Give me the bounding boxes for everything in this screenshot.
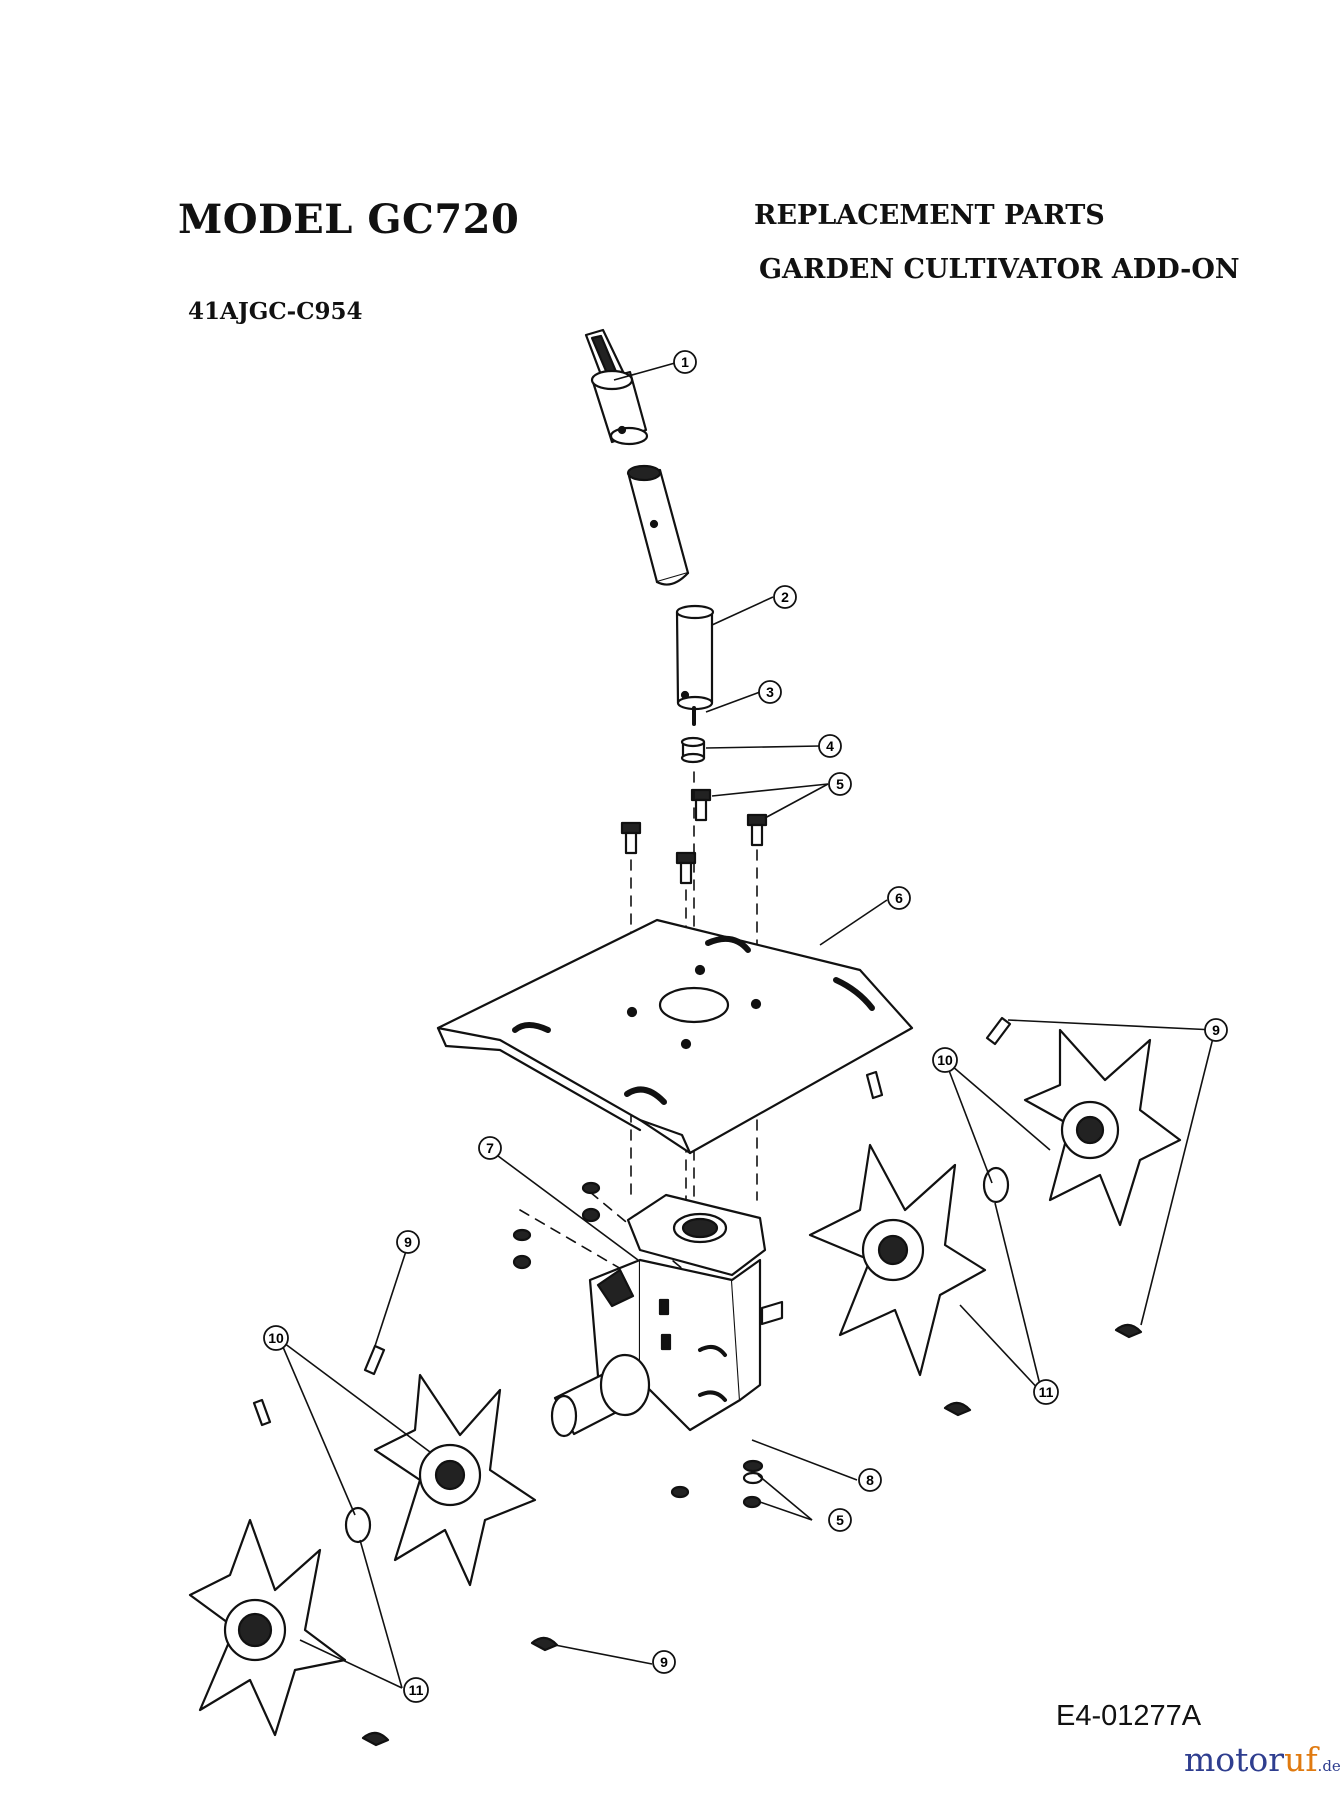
part-1-handle-socket: [584, 328, 649, 446]
tine-assembly-left-outer: [188, 1518, 347, 1737]
callout-10-left: 10: [263, 1325, 289, 1351]
model-title: MODEL GC720: [178, 196, 520, 243]
svg-text:7: 7: [486, 1140, 494, 1156]
product-heading: GARDEN CULTIVATOR ADD-ON: [759, 254, 1240, 285]
callout-9-left: 9: [396, 1230, 420, 1254]
callout-1: 1: [673, 350, 697, 374]
tine-assembly-right-outer: [1023, 1028, 1182, 1227]
callout-4: 4: [818, 734, 842, 758]
svg-text:3: 3: [766, 684, 774, 700]
part-9-pins-and-clips: [252, 1016, 1143, 1747]
svg-text:6: 6: [895, 890, 903, 906]
svg-text:8: 8: [866, 1472, 874, 1488]
callout-10-right: 10: [932, 1047, 958, 1073]
tine-assembly-left-inner: [344, 1373, 537, 1587]
tine-assembly-right-inner: [808, 1143, 1010, 1377]
callout-5-upper: 5: [828, 772, 852, 796]
svg-text:1: 1: [681, 354, 689, 370]
callout-7: 7: [478, 1136, 502, 1160]
part-7-gearbox: [588, 1193, 784, 1432]
svg-text:11: 11: [1039, 1384, 1054, 1400]
brand-main: motor: [1184, 1740, 1285, 1779]
brand-watermark: motoruf.de: [1184, 1740, 1341, 1779]
svg-text:9: 9: [1212, 1022, 1220, 1038]
svg-text:11: 11: [409, 1682, 424, 1698]
callout-3: 3: [758, 680, 782, 704]
callout-5-lower: 5: [828, 1508, 852, 1532]
callout-9-bottom: 9: [652, 1650, 676, 1674]
brand-accent: uf: [1284, 1740, 1318, 1779]
callout-leaders: [279, 362, 1216, 1689]
brand-suffix: .de: [1317, 1757, 1341, 1775]
callout-bubbles: 1 2 3 4 5 6 7 9 10 8 5 9 11 9 10 11: [263, 350, 1228, 1703]
upper-tube: [626, 464, 690, 586]
callout-8: 8: [858, 1468, 882, 1492]
model-serial: 41AJGC-C954: [188, 298, 363, 325]
part-2-shaft: [675, 604, 715, 711]
svg-text:2: 2: [781, 589, 789, 605]
callout-11-left: 11: [403, 1677, 429, 1703]
part-5-bolts: [620, 788, 768, 885]
svg-text:10: 10: [937, 1052, 953, 1068]
callout-9-right: 9: [1204, 1018, 1228, 1042]
callout-6: 6: [887, 886, 911, 910]
drawing-number: E4-01277A: [1056, 1700, 1202, 1732]
svg-text:10: 10: [268, 1330, 284, 1346]
svg-text:9: 9: [404, 1234, 412, 1250]
callout-2: 2: [773, 585, 797, 609]
svg-text:5: 5: [836, 1512, 844, 1528]
svg-text:5: 5: [836, 776, 844, 792]
svg-text:9: 9: [660, 1654, 668, 1670]
part-6-mounting-plate: [436, 918, 914, 1155]
part-4-collar: [680, 736, 706, 764]
svg-text:4: 4: [826, 738, 834, 754]
output-shaft: [550, 1353, 651, 1438]
replacement-parts-heading: REPLACEMENT PARTS: [754, 200, 1105, 231]
callout-11-right: 11: [1033, 1379, 1059, 1405]
